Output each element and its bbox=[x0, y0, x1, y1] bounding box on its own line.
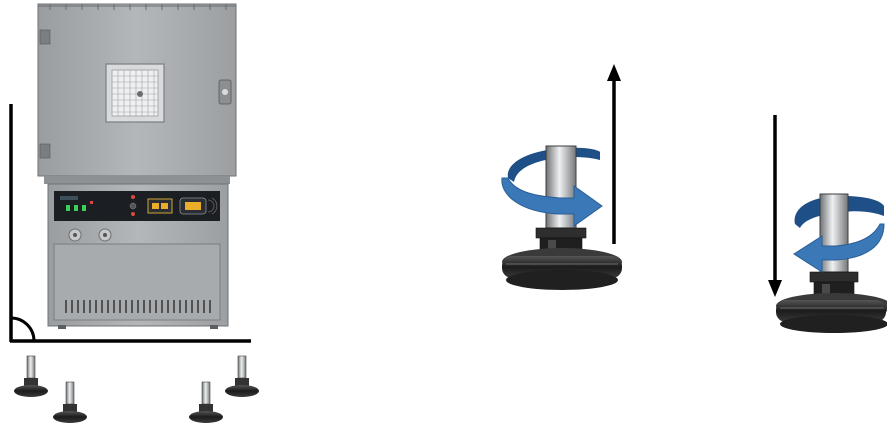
hinge-bottom bbox=[40, 144, 50, 158]
leveling-foot-icon bbox=[776, 194, 887, 333]
control-panel bbox=[54, 191, 220, 221]
viewing-window bbox=[106, 64, 164, 122]
right-angle-icon bbox=[11, 318, 34, 341]
leveling-feet bbox=[14, 356, 259, 423]
leveling-foot-icon bbox=[189, 382, 223, 423]
raise-foot-group bbox=[502, 64, 622, 290]
leveling-foot-icon bbox=[53, 382, 87, 423]
lower-foot-group bbox=[768, 115, 887, 333]
hinge-top bbox=[40, 30, 50, 44]
environmental-chamber-icon bbox=[38, 4, 236, 329]
chamber-seam bbox=[44, 176, 230, 184]
leveling-foot-icon bbox=[14, 356, 48, 397]
chamber-lower-panel bbox=[54, 244, 220, 320]
leveling-foot-icon bbox=[225, 356, 259, 397]
